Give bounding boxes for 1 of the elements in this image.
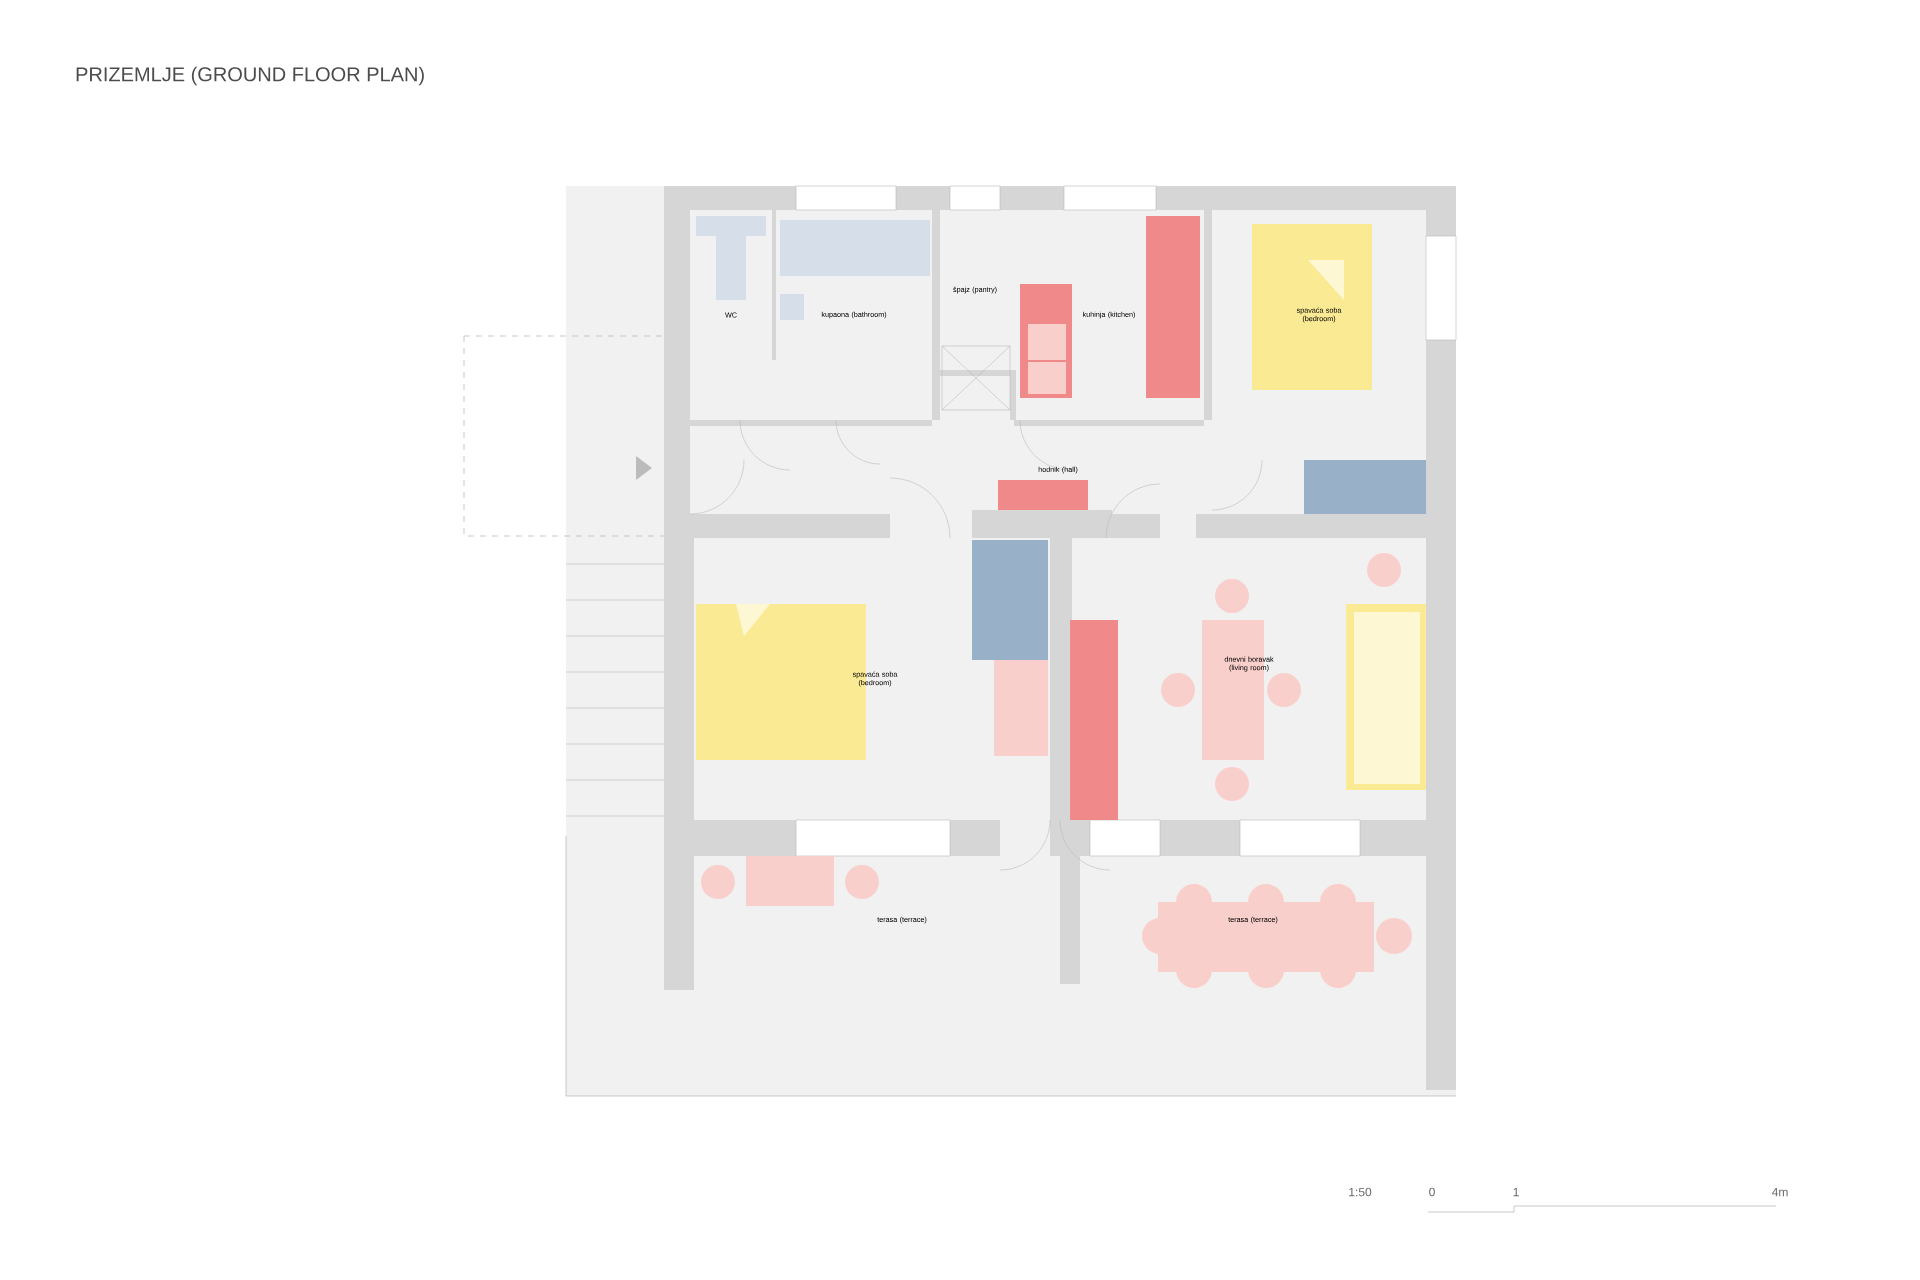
title: PRIZEMLJE (GROUND FLOOR PLAN) bbox=[76, 66, 424, 86]
